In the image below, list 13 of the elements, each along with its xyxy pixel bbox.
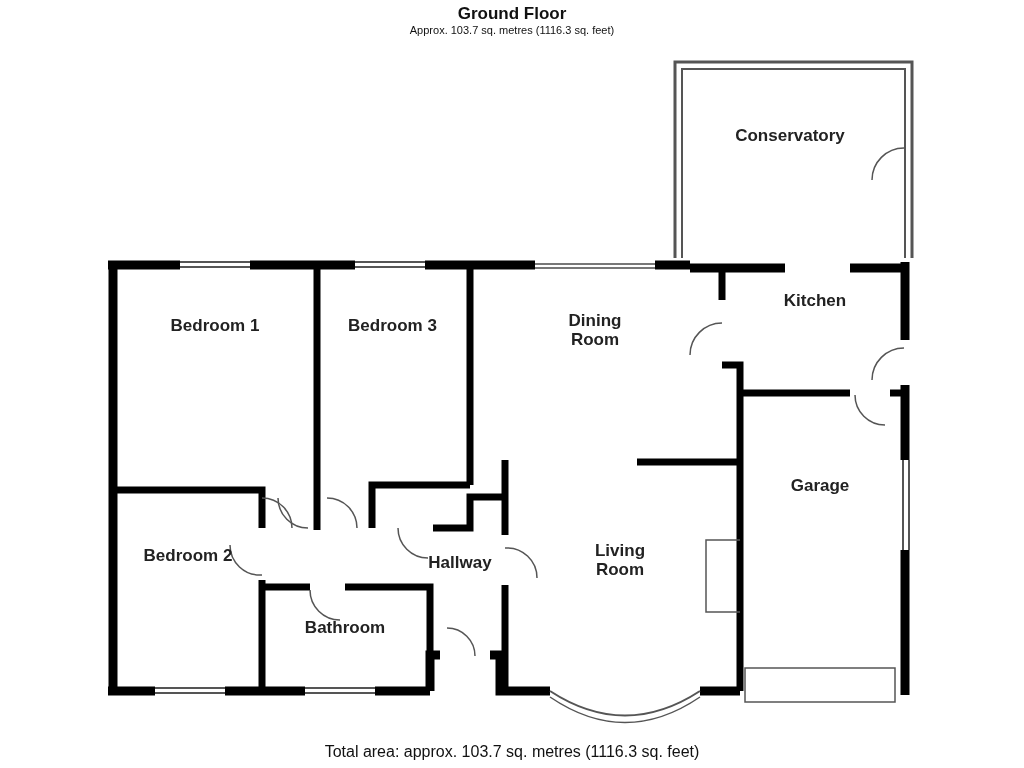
total-area-caption: Total area: approx. 103.7 sq. metres (1116.3 sq. feet)	[324, 743, 700, 761]
room-label: Kitchen	[783, 290, 847, 310]
room-label: Living Room	[593, 541, 647, 579]
room-label: Bathroom	[304, 618, 386, 637]
floor-title: Ground Floor	[457, 4, 567, 24]
room-label: Bedroom 2	[143, 545, 233, 565]
room-label: Bedroom 3	[348, 315, 437, 335]
room-label: Hallway	[428, 553, 492, 572]
area-note: Approx. 103.7 sq. metres (1116.3 sq. feet)	[409, 24, 615, 36]
room-label: Conservatory	[735, 125, 845, 145]
room-label: Garage	[790, 475, 850, 495]
room-label: Dining Room	[567, 311, 623, 349]
room-label: Bedroom 1	[170, 315, 260, 335]
